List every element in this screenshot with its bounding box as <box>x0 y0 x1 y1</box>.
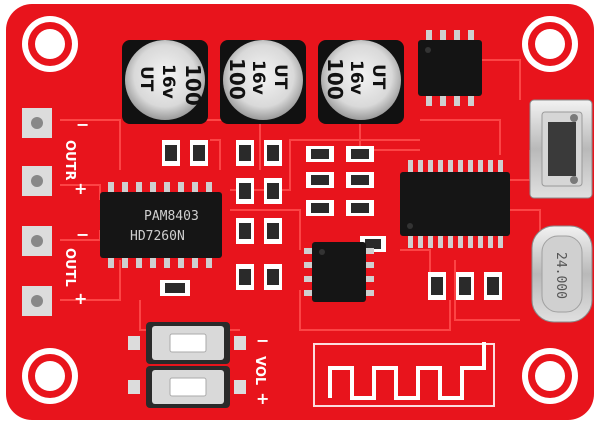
smd-part <box>306 200 334 216</box>
smd-part <box>236 218 254 244</box>
capacitor-1: 100 16v UT <box>122 40 208 124</box>
crystal-icon: 24.000 <box>531 225 593 323</box>
capacitor-2: 100 16v UT <box>220 40 306 124</box>
mounting-hole-icon <box>522 348 578 404</box>
smd-part <box>346 146 374 162</box>
vol-label: VOL <box>252 356 267 385</box>
outr-label: OUTR <box>62 140 77 181</box>
vol-minus-button[interactable] <box>128 322 246 364</box>
mounting-hole-icon <box>522 16 578 72</box>
outl-minus: − <box>76 225 89 244</box>
smd-part <box>264 264 282 290</box>
smd-part <box>346 200 374 216</box>
output-terminals: OUTR OUTL − + − + <box>22 108 89 316</box>
outl-label: OUTL <box>62 248 77 287</box>
capacitor-3: 100 16v UT <box>318 40 404 124</box>
amplifier-chip: PAM8403 HD7260N <box>100 182 222 268</box>
capacitor-voltage: 16v <box>346 60 366 95</box>
smd-part <box>236 264 254 290</box>
smd-part <box>190 140 208 166</box>
capacitor-value: 100 <box>225 58 249 100</box>
smd-part <box>236 178 254 204</box>
vol-minus-label: − <box>256 331 269 350</box>
capacitor-brand: UT <box>368 64 388 90</box>
usb-port-icon[interactable] <box>529 99 593 199</box>
capacitor-voltage: 16v <box>158 64 178 99</box>
amp-chip-marking-1: PAM8403 <box>144 209 199 224</box>
smd-part <box>162 140 180 166</box>
smd-part <box>456 272 474 300</box>
capacitor-value: 100 <box>323 58 347 100</box>
outr-plus: + <box>74 179 87 198</box>
capacitor-value: 100 <box>181 64 205 106</box>
amp-chip-marking-2: HD7260N <box>130 229 185 244</box>
mounting-hole-icon <box>22 16 78 72</box>
terminal-pad <box>22 166 52 196</box>
antenna-icon <box>313 342 495 407</box>
smd-part <box>264 140 282 166</box>
ic-8pin-top <box>418 30 482 106</box>
mounting-hole-icon <box>22 348 78 404</box>
smd-components <box>160 140 502 300</box>
terminal-pad <box>22 108 52 138</box>
terminal-pad <box>22 226 52 256</box>
capacitor-brand: UT <box>136 66 156 92</box>
smd-part <box>306 146 334 162</box>
vol-plus-button[interactable] <box>128 366 246 408</box>
smd-part <box>264 218 282 244</box>
outr-minus: − <box>76 115 89 134</box>
ic-8pin-center <box>304 242 374 302</box>
vol-plus-label: + <box>256 389 269 408</box>
smd-part <box>428 272 446 300</box>
smd-part <box>236 140 254 166</box>
capacitor-brand: UT <box>270 64 290 90</box>
bluetooth-chip <box>400 160 510 248</box>
smd-part <box>264 178 282 204</box>
terminal-pad <box>22 286 52 316</box>
smd-part <box>306 172 334 188</box>
capacitor-voltage: 16v <box>248 60 268 95</box>
smd-part <box>484 272 502 300</box>
smd-part <box>160 280 190 296</box>
outl-plus: + <box>74 289 87 308</box>
volume-buttons: − VOL + <box>128 322 269 408</box>
smd-part <box>346 172 374 188</box>
crystal-marking: 24.000 <box>553 252 568 299</box>
